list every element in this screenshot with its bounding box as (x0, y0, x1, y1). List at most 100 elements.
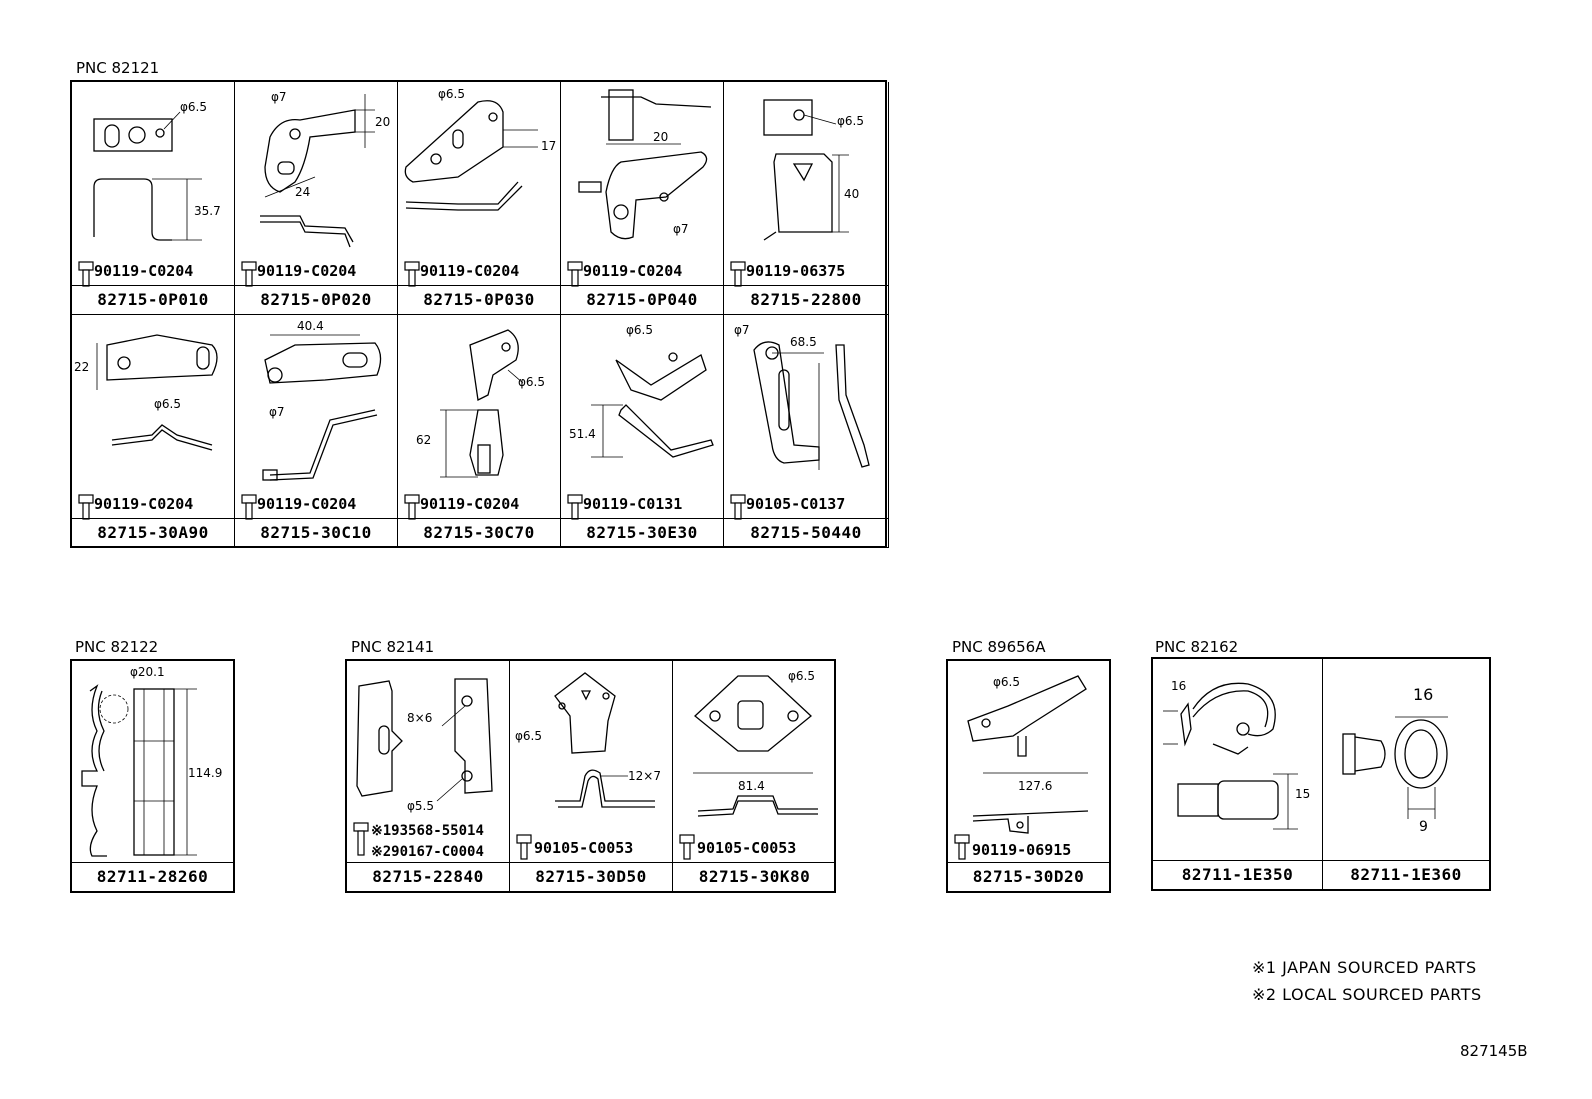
part-cell[interactable]: φ6.5 51.4 90119-C0131 82715-30E30 (561, 315, 724, 548)
bolt-part-number: 90119-C0131 (583, 495, 683, 513)
dimension-label: 20 (375, 115, 391, 129)
part-number: 82715-22800 (724, 285, 888, 314)
part-cell[interactable]: φ6.5 81.4 90105-C0053 82715-30K80 (673, 661, 836, 891)
part-cell[interactable]: 40.4 φ7 90119-C0204 82715-30C10 (235, 315, 398, 548)
dimension-label: 16 (1171, 679, 1187, 693)
pnc-label-89656a: PNC 89656A (952, 638, 1046, 656)
bracket-drawing (591, 352, 714, 458)
part-number: 82715-0P030 (398, 285, 560, 314)
group-82121: φ6.5 35.7 90119-C0204 82715-0P010 φ7 20 … (70, 80, 889, 548)
part-number: 82711-1E350 (1153, 860, 1322, 889)
pnc-label-82121: PNC 82121 (76, 59, 160, 77)
dimension-label: 20 (653, 130, 669, 144)
pnc-label-82141: PNC 82141 (351, 638, 435, 656)
part-number: 82715-30D50 (510, 862, 672, 891)
bolt-part-number: ※290167-C0004 (371, 844, 484, 860)
group-82122: φ20.1 114.9 82711-28260 (70, 659, 235, 893)
dimension-label: 62 (416, 433, 432, 447)
dimension-label: φ7 (734, 323, 750, 337)
part-number: 82715-30A90 (72, 518, 234, 547)
part-cell[interactable]: 16 9 82711-1E360 (1323, 659, 1489, 889)
part-cell[interactable]: φ6.5 40 90119-06375 82715-22800 (724, 82, 889, 315)
bolt-part-number: 90119-06375 (746, 262, 846, 280)
bolt-part-number: 90105-C0053 (697, 839, 797, 857)
part-cell[interactable]: 20 φ7 90119-C0204 82715-0P040 (561, 82, 724, 315)
clamp-drawing (81, 684, 197, 857)
dimension-label: φ7 (269, 405, 285, 419)
part-number: 82715-50440 (724, 518, 888, 547)
part-cell[interactable]: φ7 20 24 90119-C0204 82715-0P020 (235, 82, 398, 315)
footnote-japan-sourced: ※1 JAPAN SOURCED PARTS (1252, 958, 1477, 977)
bolt-part-number: ※193568-55014 (371, 823, 484, 839)
part-cell[interactable]: 8×6 φ5.5 ※193568-55014 ※290167-C0004 827… (347, 661, 510, 891)
dimension-label: φ6.5 (518, 375, 545, 389)
bracket-drawing (967, 675, 1089, 834)
bracket-drawing (440, 329, 524, 478)
part-cell[interactable]: φ7 68.5 90105-C0137 82715-50440 (724, 315, 889, 548)
bolt-part-number: 90119-C0204 (420, 495, 520, 513)
part-number: 82715-0P040 (561, 285, 723, 314)
dimension-label: 81.4 (738, 779, 765, 793)
clip-drawing (1163, 682, 1298, 830)
bracket-drawing (404, 100, 538, 211)
group-82162: 16 15 82711-1E350 16 9 82711-1E360 (1151, 657, 1491, 891)
dimension-label: φ6.5 (154, 397, 181, 411)
dimension-label: 40 (844, 187, 860, 201)
dimension-label: φ6.5 (438, 87, 465, 101)
bolt-part-number: 90119-C0204 (94, 262, 194, 280)
part-cell[interactable]: φ6.5 35.7 90119-C0204 82715-0P010 (72, 82, 235, 315)
bracket-drawing (260, 94, 375, 248)
dimension-label: 51.4 (569, 427, 596, 441)
dimension-label: 24 (295, 185, 311, 199)
part-number: 82715-0P010 (72, 285, 234, 314)
part-cell[interactable]: φ6.5 12×7 90105-C0053 82715-30D50 (510, 661, 673, 891)
part-number: 82715-30D20 (948, 862, 1109, 891)
bolt-part-number: 90119-C0204 (257, 262, 357, 280)
bolt-part-number: 90119-C0204 (583, 262, 683, 280)
part-number: 82715-30E30 (561, 518, 723, 547)
part-number: 82715-30K80 (673, 862, 836, 891)
bracket-drawing (578, 89, 712, 240)
dimension-label: 127.6 (1018, 779, 1053, 793)
bracket-drawing (693, 675, 818, 817)
dimension-label: φ6.5 (515, 729, 542, 743)
bracket-drawing (753, 341, 870, 470)
part-number: 82711-1E360 (1323, 860, 1489, 889)
dimension-label: 68.5 (790, 335, 817, 349)
part-cell[interactable]: φ6.5 127.6 90119-06915 82715-30D20 (948, 661, 1109, 891)
bracket-drawing (93, 111, 202, 241)
group-89656a: φ6.5 127.6 90119-06915 82715-30D20 (946, 659, 1111, 893)
part-cell[interactable]: φ6.5 62 90119-C0204 82715-30C70 (398, 315, 561, 548)
bolt-part-number: 90119-06915 (972, 841, 1072, 859)
dimension-label: 8×6 (407, 711, 433, 725)
bracket-drawing (96, 334, 218, 451)
dimension-label: 114.9 (188, 766, 223, 780)
dimension-label: φ6.5 (788, 669, 815, 683)
part-number: 82711-28260 (72, 862, 233, 891)
bolt-part-number: 90119-C0204 (420, 262, 520, 280)
bracket-drawing (356, 678, 493, 802)
part-cell[interactable]: 16 15 82711-1E350 (1153, 659, 1323, 889)
dimension-label: 40.4 (297, 319, 324, 333)
bolt-part-number: 90119-C0204 (94, 495, 194, 513)
dimension-label: 12×7 (628, 769, 661, 783)
dimension-label: 9 (1419, 819, 1428, 835)
bolt-part-number: 90105-C0053 (534, 839, 634, 857)
bracket-drawing (554, 672, 655, 808)
group-82141: 8×6 φ5.5 ※193568-55014 ※290167-C0004 827… (345, 659, 836, 893)
part-cell[interactable]: 22 φ6.5 90119-C0204 82715-30A90 (72, 315, 235, 548)
part-cell[interactable]: φ6.5 17 90119-C0204 82715-0P030 (398, 82, 561, 315)
dimension-label: φ5.5 (407, 799, 434, 813)
clip-drawing (1342, 716, 1448, 819)
dimension-label: 15 (1295, 787, 1311, 801)
dimension-label: φ20.1 (130, 665, 165, 679)
dimension-label: φ7 (673, 222, 689, 236)
dimension-label: 17 (541, 139, 557, 153)
part-number: 82715-22840 (347, 862, 509, 891)
bracket-drawing (763, 99, 849, 241)
part-number: 82715-30C10 (235, 518, 397, 547)
part-number: 82715-0P020 (235, 285, 397, 314)
diagram-code: 827145B (1460, 1042, 1528, 1060)
bracket-drawing (262, 334, 382, 481)
part-cell[interactable]: φ20.1 114.9 82711-28260 (72, 661, 233, 891)
